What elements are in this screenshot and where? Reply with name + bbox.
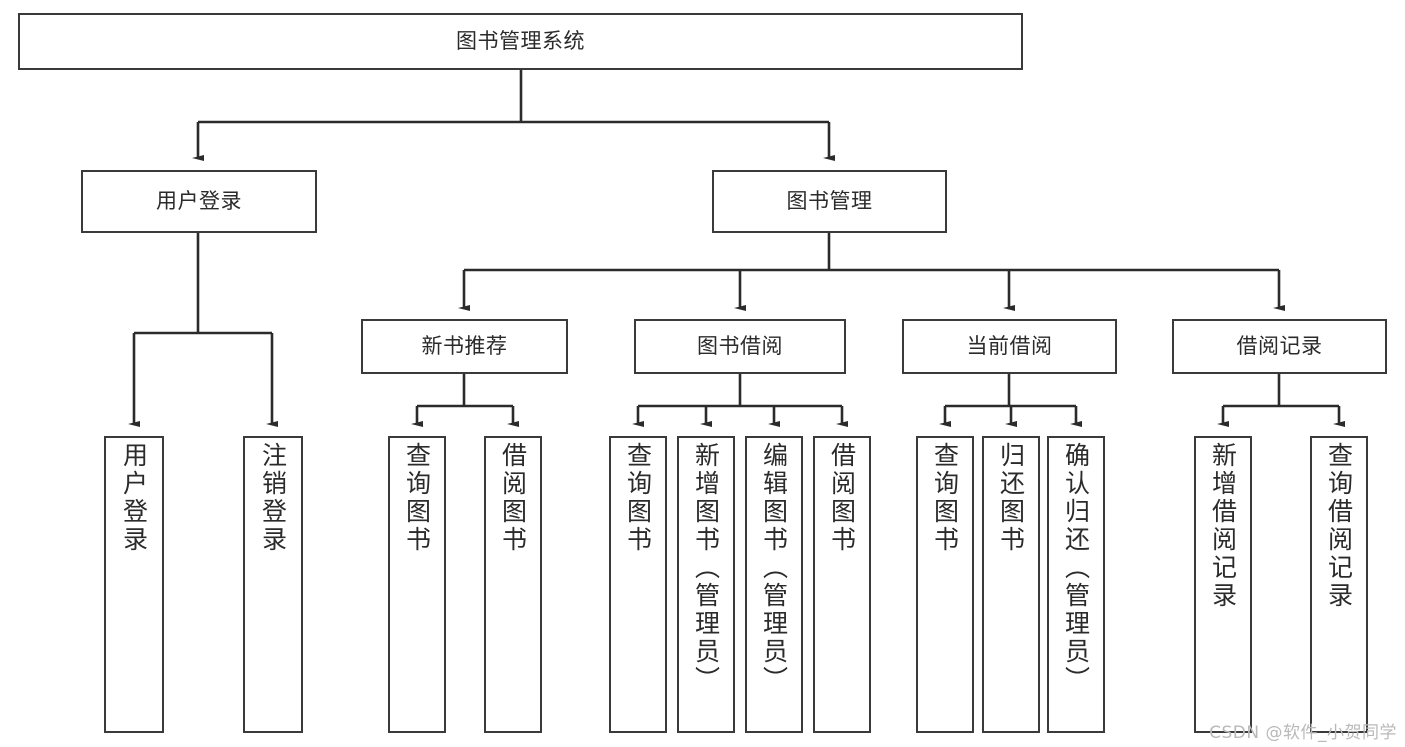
leaf-book-borrow-query-book[interactable]: 查询图书 (609, 436, 667, 733)
node-label: 归还图书 (996, 442, 1026, 554)
leaf-new-book-borrow-book[interactable]: 借阅图书 (484, 436, 542, 733)
leaf-book-borrow-borrow-book[interactable]: 借阅图书 (813, 436, 871, 733)
node-label: 当前借阅 (966, 333, 1053, 358)
leaf-logout-login[interactable]: 注销登录 (243, 436, 303, 733)
node-label: 注销登录 (258, 442, 288, 554)
node-book-management[interactable]: 图书管理 (712, 170, 947, 233)
node-label: 新书推荐 (421, 333, 508, 358)
leaf-borrow-record-add-record[interactable]: 新增借阅记录 (1194, 436, 1252, 733)
node-new-book-recommend[interactable]: 新书推荐 (361, 319, 568, 374)
node-label: 图书管理 (786, 188, 873, 213)
node-borrow-record[interactable]: 借阅记录 (1172, 319, 1387, 374)
node-label: 新增图书（管理员） (691, 442, 721, 694)
node-label: 查询图书 (402, 442, 432, 554)
node-label: 图书借阅 (697, 333, 783, 358)
node-label: 借阅记录 (1236, 333, 1323, 358)
node-label: 新增借阅记录 (1208, 442, 1238, 610)
csdn-watermark: CSDN @软件_小贺同学 (1209, 723, 1397, 743)
node-user-login[interactable]: 用户登录 (81, 170, 317, 233)
leaf-new-book-query-book[interactable]: 查询图书 (388, 436, 446, 733)
node-label: 借阅图书 (827, 442, 857, 554)
leaf-borrow-record-query-record[interactable]: 查询借阅记录 (1310, 436, 1368, 733)
node-label: 图书管理系统 (456, 28, 585, 53)
node-label: 用户登录 (156, 188, 242, 213)
node-label: 查询图书 (930, 442, 960, 554)
node-label: 查询图书 (623, 442, 653, 554)
node-label: 编辑图书（管理员） (759, 442, 789, 694)
node-label: 查询借阅记录 (1324, 442, 1354, 610)
leaf-current-borrow-return-book[interactable]: 归还图书 (982, 436, 1040, 733)
node-current-borrow[interactable]: 当前借阅 (902, 319, 1117, 374)
leaf-book-borrow-edit-book[interactable]: 编辑图书（管理员） (745, 436, 803, 733)
node-label: 借阅图书 (498, 442, 528, 554)
node-label: 确认归还（管理员） (1061, 442, 1091, 694)
node-label: 用户登录 (119, 442, 149, 554)
leaf-book-borrow-add-book[interactable]: 新增图书（管理员） (677, 436, 735, 733)
leaf-current-borrow-query-book[interactable]: 查询图书 (916, 436, 974, 733)
leaf-current-borrow-confirm-return[interactable]: 确认归还（管理员） (1047, 436, 1105, 733)
leaf-user-login[interactable]: 用户登录 (104, 436, 164, 733)
node-book-management-system[interactable]: 图书管理系统 (18, 13, 1023, 70)
node-book-borrow[interactable]: 图书借阅 (634, 319, 846, 374)
